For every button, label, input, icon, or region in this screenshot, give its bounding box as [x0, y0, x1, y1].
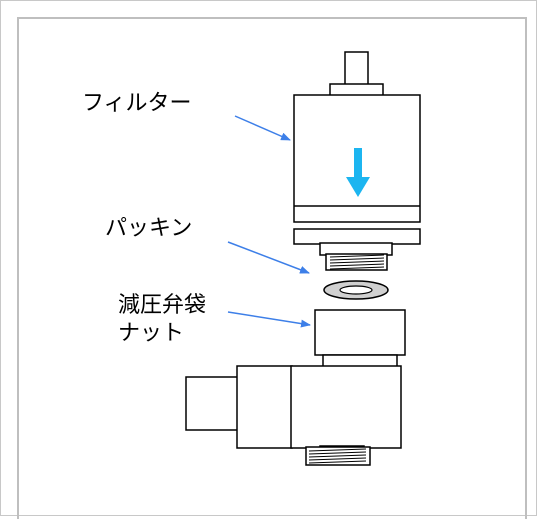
filter-top-stem: [344, 51, 369, 86]
nut-body: [314, 309, 406, 356]
valve-body: [185, 365, 402, 466]
nut-callout-arrow: [227, 311, 311, 328]
valve-hex: [236, 365, 293, 449]
filter-callout-arrow: [234, 115, 291, 141]
inner-frame: [17, 17, 527, 519]
reducer-nut: [314, 309, 406, 368]
filter-label: フィルター: [82, 91, 192, 116]
flow-arrow-icon: [346, 148, 370, 197]
packing-washer: [323, 280, 389, 300]
packing-label: パッキン: [105, 216, 193, 241]
valve-inlet: [185, 376, 239, 431]
filter-base-ring: [293, 228, 421, 245]
filter-neck: [319, 242, 393, 256]
valve-main: [290, 365, 402, 449]
packing-callout-arrow: [227, 241, 310, 274]
nut-neck: [322, 354, 398, 368]
filter-cap: [329, 83, 384, 97]
reducer-nut-label: 減圧弁袋ナット: [118, 293, 207, 346]
